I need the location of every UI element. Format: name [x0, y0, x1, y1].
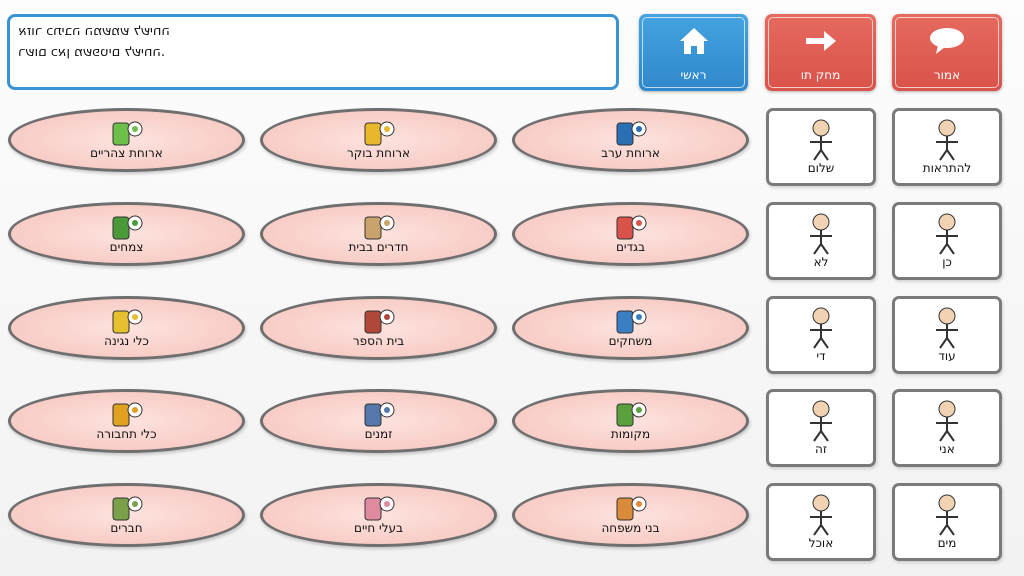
word-cell[interactable]: עוד: [892, 296, 1002, 374]
category-button[interactable]: משחקים: [512, 296, 749, 360]
animals-icon: [364, 496, 394, 521]
category-label: מקומות: [610, 427, 651, 441]
speak-button[interactable]: אמור: [892, 14, 1002, 91]
word-cell[interactable]: להתראות: [892, 108, 1002, 186]
category-button[interactable]: בגדים: [512, 202, 749, 266]
speech-bubble-icon: [930, 28, 964, 54]
greeting-people-icon: [810, 119, 832, 161]
word-label: לא: [813, 255, 829, 269]
house-rooms-icon: [364, 215, 394, 240]
me-person-icon: [936, 400, 958, 442]
plants-icon: [112, 215, 142, 240]
category-label: משחקים: [608, 334, 653, 348]
category-label: חדרים בבית: [348, 240, 409, 254]
category-button[interactable]: מקומות: [512, 389, 749, 453]
word-label: כן: [942, 255, 952, 269]
category-button[interactable]: ארוחת צהריים: [8, 108, 245, 172]
home-icon: [679, 28, 708, 54]
category-label: כלי תחבורה: [96, 427, 157, 441]
category-label: חברים: [110, 521, 143, 535]
word-cell[interactable]: כן: [892, 202, 1002, 280]
word-label: מים: [937, 536, 957, 550]
arrow-right-icon: [805, 31, 836, 51]
category-label: בעלי חיים: [354, 521, 403, 535]
category-label: ארוחת ערב: [601, 146, 660, 160]
message-line: אזור כתיבה המשמש לשיחה: [18, 24, 170, 39]
word-cell[interactable]: לא: [766, 202, 876, 280]
waving-person-icon: [936, 119, 958, 161]
word-cell[interactable]: שלום: [766, 108, 876, 186]
water-glass-icon: [936, 494, 958, 536]
category-button[interactable]: חדרים בבית: [260, 202, 497, 266]
category-label: כלי נגינה: [104, 334, 149, 348]
plus-plus-icon: [936, 307, 958, 349]
word-cell[interactable]: אוכל: [766, 483, 876, 561]
food-icon: [810, 494, 832, 536]
word-label: אוכל: [808, 536, 834, 550]
category-label: בגדים: [615, 240, 646, 254]
category-button[interactable]: בני משפחה: [512, 483, 749, 547]
category-button[interactable]: כלי נגינה: [8, 296, 245, 360]
clothes-icon: [616, 215, 646, 240]
word-cell[interactable]: אני: [892, 389, 1002, 467]
calendar-icon: [364, 402, 394, 427]
word-label: עוד: [938, 349, 956, 363]
category-button[interactable]: ארוחת ערב: [512, 108, 749, 172]
word-label: זה: [815, 442, 827, 456]
school-icon: [364, 309, 394, 334]
category-label: זמנים: [364, 427, 393, 441]
word-cell[interactable]: מים: [892, 483, 1002, 561]
places-icon: [616, 402, 646, 427]
this-pointer-icon: [810, 400, 832, 442]
category-button[interactable]: בעלי חיים: [260, 483, 497, 547]
word-label: די: [816, 349, 826, 363]
category-button[interactable]: ארוחת בוקר: [260, 108, 497, 172]
word-cell[interactable]: די: [766, 296, 876, 374]
category-label: בית הספר: [352, 334, 405, 348]
home-label: ראשי: [680, 68, 707, 82]
message-line: רשום כאן משפטים לשיחה.: [18, 45, 165, 60]
category-label: בני משפחה: [601, 521, 660, 535]
stop-hands-icon: [810, 307, 832, 349]
delete-char-button[interactable]: מחק תו: [765, 14, 876, 91]
delete-char-label: מחק תו: [800, 68, 841, 82]
category-button[interactable]: חברים: [8, 483, 245, 547]
home-button[interactable]: ראשי: [639, 14, 748, 91]
category-label: ארוחת בוקר: [346, 146, 411, 160]
speak-label: אמור: [933, 68, 961, 82]
category-label: ארוחת צהריים: [90, 146, 163, 160]
message-textbox[interactable]: אזור כתיבה המשמש לשיחה רשום כאן משפטים ל…: [7, 14, 619, 90]
instruments-icon: [112, 309, 142, 334]
vehicles-icon: [112, 402, 142, 427]
word-cell[interactable]: זה: [766, 389, 876, 467]
breakfast-icon: [364, 121, 394, 146]
category-button[interactable]: כלי תחבורה: [8, 389, 245, 453]
shaking-face-icon: [810, 213, 832, 255]
nodding-face-icon: [936, 213, 958, 255]
family-icon: [616, 496, 646, 521]
dinner-icon: [616, 121, 646, 146]
lunch-icon: [112, 121, 142, 146]
category-button[interactable]: בית הספר: [260, 296, 497, 360]
games-icon: [616, 309, 646, 334]
category-button[interactable]: זמנים: [260, 389, 497, 453]
word-label: אני: [939, 442, 955, 456]
category-button[interactable]: צמחים: [8, 202, 245, 266]
category-label: צמחים: [109, 240, 144, 254]
word-label: להתראות: [922, 161, 972, 175]
word-label: שלום: [807, 161, 835, 175]
friends-icon: [112, 496, 142, 521]
